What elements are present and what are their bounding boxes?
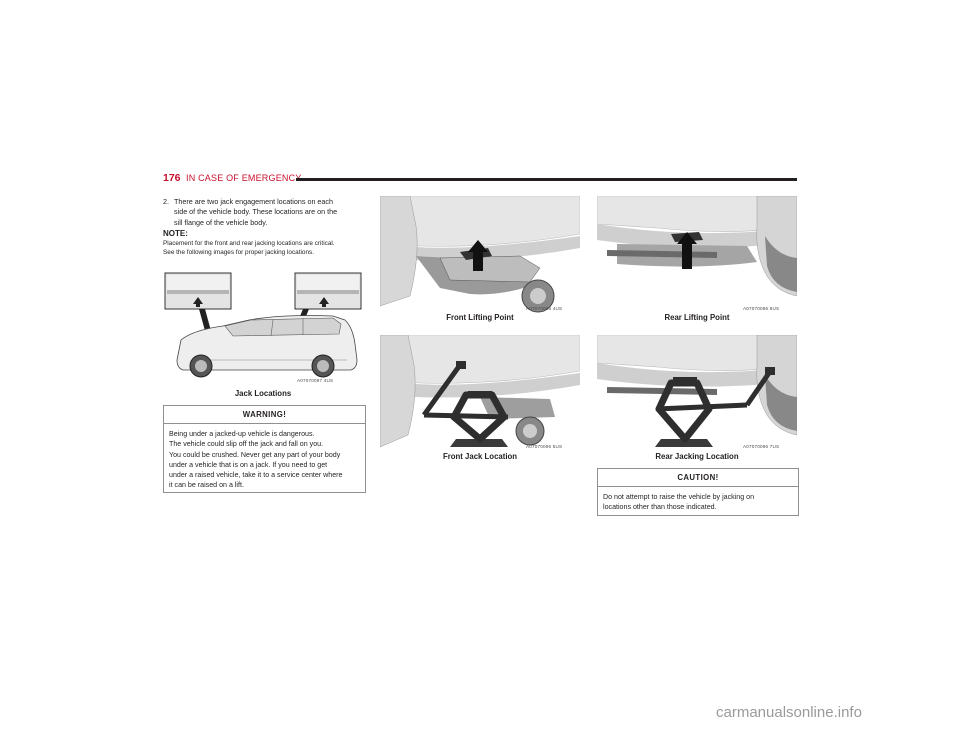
note-heading: NOTE: <box>163 229 188 238</box>
step-text-line-1: There are two jack engagement locations … <box>174 197 334 206</box>
front-lifting-point-caption: Front Lifting Point <box>446 313 514 322</box>
warning-line-6: it can be raised on a lift. <box>169 481 244 490</box>
page-number: 176 <box>163 172 181 184</box>
step-text-line-3: sill flange of the vehicle body. <box>174 217 268 227</box>
section-title: IN CASE OF EMERGENCY <box>186 173 302 183</box>
rear-lifting-point-caption: Rear Lifting Point <box>664 313 730 322</box>
step-text-line-2: side of the vehicle body. These location… <box>174 207 338 217</box>
front-lifting-illustration <box>379 195 581 313</box>
watermark: carmanualsonline.info <box>716 704 862 721</box>
warning-body: Being under a jacked-up vehicle is dange… <box>164 424 365 491</box>
rear-jack-illustration <box>596 334 798 451</box>
note-text: Placement for the front and rear jacking… <box>163 240 373 257</box>
caution-title: CAUTION! <box>598 469 798 487</box>
front-jack-illustration <box>379 334 581 451</box>
warning-line-4: under a vehicle that is on a jack. If yo… <box>169 460 328 469</box>
warning-line-5: under a raised vehicle, take it to a ser… <box>169 471 343 480</box>
rear-jacking-location-caption: Rear Jacking Location <box>655 452 739 461</box>
caution-line-2: locations other than those indicated. <box>603 503 717 512</box>
figure-code: A07070096 4US <box>526 306 563 311</box>
jack-locations-caption: Jack Locations <box>234 389 292 398</box>
caution-body: Do not attempt to raise the vehicle by j… <box>598 487 798 513</box>
figure-code: A07070097 4US <box>297 378 334 383</box>
warning-line-2: The vehicle could slip off the jack and … <box>169 440 324 449</box>
minivan-illustration <box>164 272 362 378</box>
rear-lifting-illustration <box>596 195 798 313</box>
warning-title: WARNING! <box>164 406 365 424</box>
jack-locations-figure: A07070097 4US <box>163 268 363 386</box>
figure-code: A07070096 8US <box>743 306 780 311</box>
step-2: 2. There are two jack engagement locatio… <box>163 197 368 228</box>
front-jack-location-figure: A07070096 5US <box>379 334 581 451</box>
step-number: 2. <box>163 197 169 206</box>
warning-line-3: You could be crushed. Never get any part… <box>169 450 341 459</box>
front-jack-location-caption: Front Jack Location <box>442 452 518 461</box>
front-lifting-point-figure: A07070096 4US <box>379 195 581 313</box>
caution-line-1: Do not attempt to raise the vehicle by j… <box>603 493 755 501</box>
warning-box: WARNING! Being under a jacked-up vehicle… <box>163 405 366 493</box>
rear-jacking-location-figure: A07070096 7US <box>596 334 798 451</box>
note-line-2: See the following images for proper jack… <box>163 248 314 256</box>
figure-code: A07070096 5US <box>526 444 563 449</box>
rear-lifting-point-figure: A07070096 8US <box>596 195 798 313</box>
header-rule <box>296 178 797 181</box>
caution-box: CAUTION! Do not attempt to raise the veh… <box>597 468 799 516</box>
figure-code: A07070096 7US <box>743 444 780 449</box>
note-line-1: Placement for the front and rear jacking… <box>163 240 335 247</box>
warning-line-1: Being under a jacked-up vehicle is dange… <box>169 430 315 438</box>
